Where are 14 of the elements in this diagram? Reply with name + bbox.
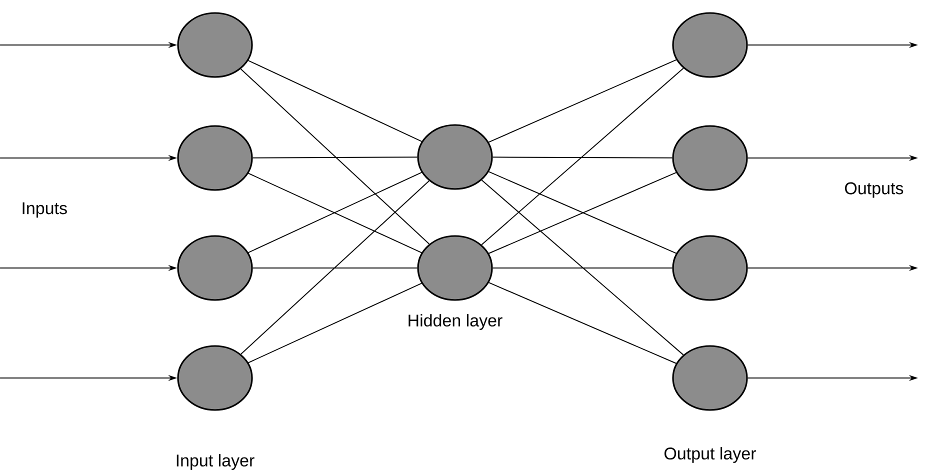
neuron-circle xyxy=(672,345,748,411)
neuron-circle xyxy=(177,125,253,191)
neuron-circle xyxy=(177,235,253,301)
neuron-circle xyxy=(417,235,493,301)
neuron-circle xyxy=(177,345,253,411)
neuron-circle xyxy=(672,235,748,301)
neuron-circle xyxy=(672,12,748,78)
layer-label: Inputs xyxy=(22,202,67,218)
neuron-circle xyxy=(177,12,253,78)
neuron-circle xyxy=(672,125,748,191)
layer-label: Outputs xyxy=(845,182,904,198)
layer-label: Input layer xyxy=(176,454,254,470)
neuron-circle xyxy=(417,124,493,190)
layer-label: Output layer xyxy=(664,447,756,463)
